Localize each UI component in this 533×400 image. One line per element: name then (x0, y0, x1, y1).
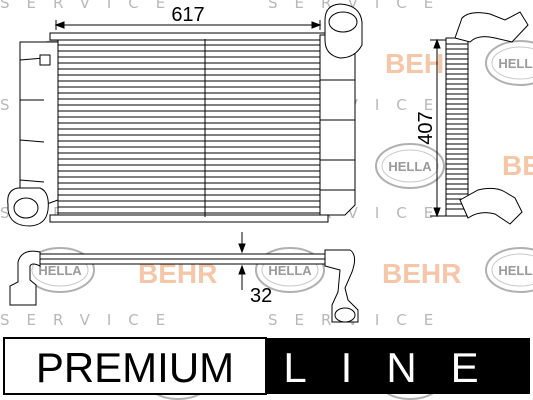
right-tank-detail (320, 79, 355, 191)
hella-watermark-text: HELLA (498, 263, 533, 278)
right-inlet-opening (328, 11, 358, 33)
height-value: 407 (415, 111, 437, 144)
left-side-tank (19, 41, 59, 206)
banner-black-panel (266, 338, 530, 394)
mount-tab (39, 54, 51, 66)
hella-logo: HELLA (255, 247, 325, 293)
behr-watermark: BEHR (502, 150, 533, 181)
left-pipe-opening (13, 197, 39, 219)
banner-line-text: LINE (283, 344, 512, 391)
hella-watermark-text: HELLA (268, 263, 312, 278)
front-view (7, 3, 363, 227)
intercooler-core (57, 38, 321, 218)
left-outlet-pipe (7, 187, 49, 227)
depth-dimension (238, 232, 246, 290)
top-left-pipe (9, 250, 41, 306)
hella-watermark-text: HELLA (388, 159, 432, 174)
side-fins (446, 43, 468, 210)
hella-logo: HELLA (485, 40, 533, 86)
top-tank (49, 32, 329, 41)
cooling-fins (58, 44, 320, 214)
service-watermark: SERVICE (0, 0, 182, 12)
banner-premium-text: PREMIUM (36, 344, 234, 391)
side-outlet-pipe (459, 187, 523, 225)
hella-watermark-text: HELLA (498, 56, 533, 71)
bottom-tank (49, 214, 329, 223)
width-dimension (54, 20, 322, 30)
top-right-opening (334, 307, 356, 323)
side-view (445, 11, 529, 225)
right-side-tank (319, 34, 356, 216)
height-dimension (430, 38, 446, 218)
right-inlet-pipe (324, 3, 363, 59)
hella-logo: HELLA (485, 247, 533, 293)
width-value: 617 (171, 4, 204, 26)
banner-frame (3, 337, 267, 395)
hella-watermark-text: HELLA (38, 263, 82, 278)
behr-watermark: BEHR (382, 258, 461, 289)
top-right-pipe (324, 249, 359, 323)
premium-line-banner: PREMIUM LINE (3, 337, 530, 395)
depth-value: 32 (250, 285, 272, 307)
hella-logo: HELLA (375, 143, 445, 189)
left-tank-detail (19, 57, 45, 183)
top-view (9, 249, 359, 323)
side-inlet-pipe (454, 11, 529, 43)
service-watermark: SERVICE (0, 311, 182, 329)
service-watermark: SERVICE (268, 0, 450, 12)
service-watermark: SERVICE (268, 311, 450, 329)
